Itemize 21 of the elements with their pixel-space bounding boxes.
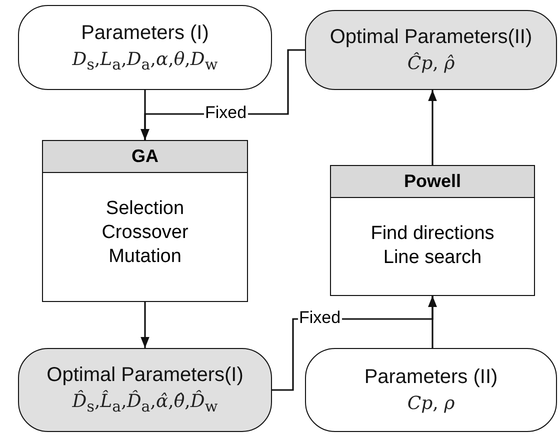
parameter-list: D̂$_{s}$,L̂$_{a}$,D̂$_{a}$,α̂,θ̂,D̂$_{w}$ [72,391,218,416]
parameter-list: Ĉp, ρ̂ [407,53,455,74]
rounded-box [18,348,272,432]
parameter-list: Cp, ρ [407,393,455,414]
rounded-box [18,5,272,90]
rounded-box [305,348,557,432]
arrow [428,296,437,348]
node-title: Optimal Parameters(I) [46,364,244,388]
box-header: Powell [331,166,534,198]
parameter-list: D$_{s}$,L$_{a}$,D$_{a}$,α,θ,D$_{w}$ [72,48,218,74]
node-title: Optimal Parameters(II) [330,26,532,49]
rounded-box [305,10,557,90]
process-box [330,165,535,296]
step-list: Selection Crossover Mutation [80,197,210,269]
box-header: GA [43,141,247,173]
node-title: Parameters (I) [81,22,209,45]
process-box [42,140,248,302]
step-list: Find directions Line search [368,222,498,270]
arrow [140,302,150,348]
node-title: Parameters (II) [364,366,498,389]
arrow [428,90,437,165]
